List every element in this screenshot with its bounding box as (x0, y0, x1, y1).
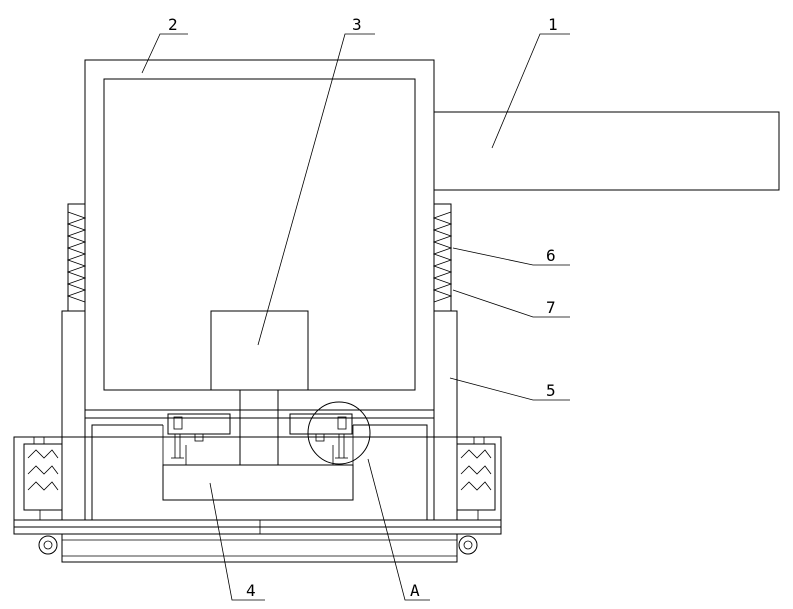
label-7: 7 (546, 298, 556, 317)
label-3: 3 (352, 15, 362, 34)
detail-circle-a (307, 401, 371, 465)
clamp-left (167, 413, 231, 465)
spring-right (432, 203, 453, 312)
part-5-supports (61, 310, 458, 521)
absorber-right (456, 436, 496, 520)
wheel-left (38, 535, 58, 555)
label-2: 2 (168, 15, 178, 34)
base-rail (13, 436, 502, 563)
label-1: 1 (548, 15, 558, 34)
label-4: 4 (246, 581, 256, 600)
wheel-right (458, 535, 478, 555)
clamp-right (289, 413, 353, 465)
part-1-arm (434, 111, 780, 191)
leader-lines (141, 33, 570, 601)
absorber-left (23, 436, 63, 520)
part-3-block (210, 310, 309, 465)
label-6: 6 (546, 246, 556, 265)
part-2-box (84, 59, 435, 411)
label-a: A (410, 581, 420, 600)
part-4-plate (162, 464, 354, 501)
spring-left (66, 203, 87, 312)
label-5: 5 (546, 381, 556, 400)
